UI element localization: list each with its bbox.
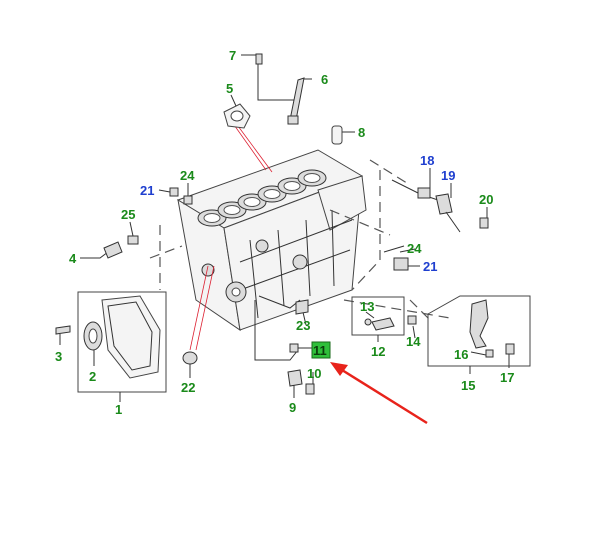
timing-cover-group (55, 291, 167, 402)
group-15 (427, 295, 531, 374)
callout-12[interactable]: 12 (371, 344, 385, 359)
callout-16[interactable]: 16 (454, 347, 468, 362)
callout-21-right[interactable]: 21 (423, 259, 437, 274)
tube-6-bolt-7 (255, 53, 305, 125)
gasket-5 (223, 103, 251, 129)
fittings-21-24-right (383, 245, 409, 271)
callout-7[interactable]: 7 (229, 48, 236, 63)
sensor-9-10-11 (287, 343, 315, 395)
callout-21-left[interactable]: 21 (140, 183, 154, 198)
callout-11-highlight (311, 341, 331, 359)
callout-24-left[interactable]: 24 (180, 168, 195, 183)
callout-2[interactable]: 2 (89, 369, 96, 384)
sensor-18-19-20 (391, 179, 489, 233)
bracket-23 (295, 299, 309, 315)
plug-22 (182, 351, 198, 365)
engine-block (176, 121, 367, 351)
callout-25[interactable]: 25 (121, 207, 135, 222)
callout-8[interactable]: 8 (358, 125, 365, 140)
callout-24-right[interactable]: 24 (407, 241, 422, 256)
sensor-4-25 (103, 235, 139, 259)
fittings-21-24-left (169, 187, 193, 205)
callout-13[interactable]: 13 (360, 299, 374, 314)
callout-22[interactable]: 22 (181, 380, 195, 395)
callout-14[interactable]: 14 (406, 334, 421, 349)
group-12 (351, 296, 417, 342)
callout-18[interactable]: 18 (420, 153, 434, 168)
callout-labels: 1 2 3 4 5 6 7 8 9 10 11 12 13 14 15 16 1… (55, 48, 514, 417)
callout-17[interactable]: 17 (500, 370, 514, 385)
callout-10[interactable]: 10 (307, 366, 321, 381)
callout-1[interactable]: 1 (115, 402, 122, 417)
callout-6[interactable]: 6 (321, 72, 328, 87)
callout-4[interactable]: 4 (69, 251, 77, 266)
callout-15[interactable]: 15 (461, 378, 475, 393)
callout-19[interactable]: 19 (441, 168, 455, 183)
sensor-8 (331, 125, 343, 145)
red-pointer-arrow (330, 362, 428, 425)
callout-23[interactable]: 23 (296, 318, 310, 333)
leader-lines (59, 54, 510, 398)
phantom-lines (149, 159, 451, 321)
callout-5[interactable]: 5 (226, 81, 233, 96)
callout-9[interactable]: 9 (289, 400, 296, 415)
callout-3[interactable]: 3 (55, 349, 62, 364)
callout-20[interactable]: 20 (479, 192, 493, 207)
callout-11[interactable]: 11 (313, 343, 327, 358)
